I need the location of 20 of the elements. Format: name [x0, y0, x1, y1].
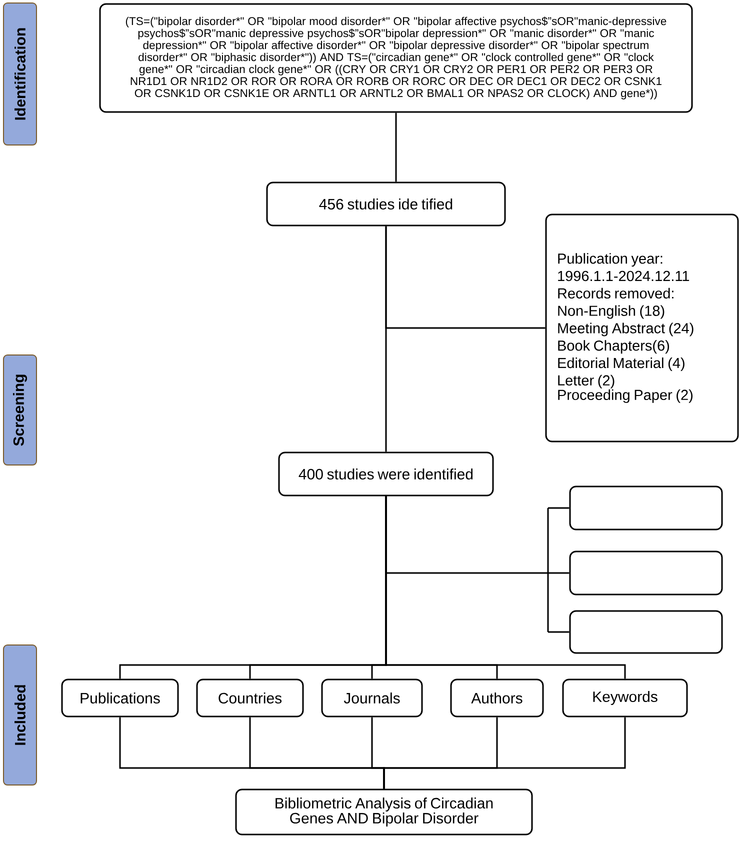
process-box: Bibliometric Analysis of Circadian Genes AND Bipolar Disorder: [235, 788, 533, 836]
search-query-box: (TS=("bipolar disorder*" OR "bipolar mood disorder*" OR "bipolar affective psychos$”sOR"manic-depressive psychos$”sOR"manic depressive psychos$”sOR"bipolar depression*" OR "manic disorder*" OR "manic depression*" OR "bipolar affective disorder*" OR "bipolar depressive disorder*" OR "bipolar spectrum disorder*" OR "biphasic disorder*")) AND TS=("circadian gene*" OR "clock controlled gene*" OR "clock gene*" OR "circadian clock gene*" OR ((CRY OR CRY1 OR CRY2 OR PER1 OR PER2 OR PER3 OR NR1D1 OR NR1D2 OR ROR OR RORA OR RORB OR RORC OR DEC OR DEC1 OR DEC2 OR CSNK1 OR CSNK1D OR CSNK1E OR ARNTL1 OR ARNTL2 OR BMAL1 OR NPAS2 OR CLOCK) AND gene*)): [99, 3, 693, 113]
process-box: Countries: [196, 678, 304, 718]
process-box: Keywords: [562, 678, 688, 718]
connector-line: [385, 496, 626, 679]
process-box: Publications: [61, 678, 179, 718]
stage-label: Identification: [3, 2, 37, 146]
stage-label: Included: [3, 644, 37, 786]
connector-line: [383, 717, 626, 789]
process-box: Journals: [321, 678, 423, 718]
process-box: 400 studies were identified: [278, 452, 494, 496]
process-box: 456 studies ide tified: [266, 182, 506, 226]
exclusion-box: Publication year: 1996.1.1-2024.12.11 Records removed: Non-English (18) Meeting Abstract (24) Book Chapters(6) Editorial Material (4) Letter (2) Proceeding Paper (2): [545, 214, 739, 442]
connector-line: [385, 226, 546, 329]
empty-box: [569, 486, 723, 530]
empty-box: [569, 550, 723, 596]
connector-line: [395, 112, 397, 182]
process-box: Authors: [450, 678, 544, 718]
empty-box: [569, 610, 723, 654]
stage-label: Screening: [3, 354, 37, 466]
